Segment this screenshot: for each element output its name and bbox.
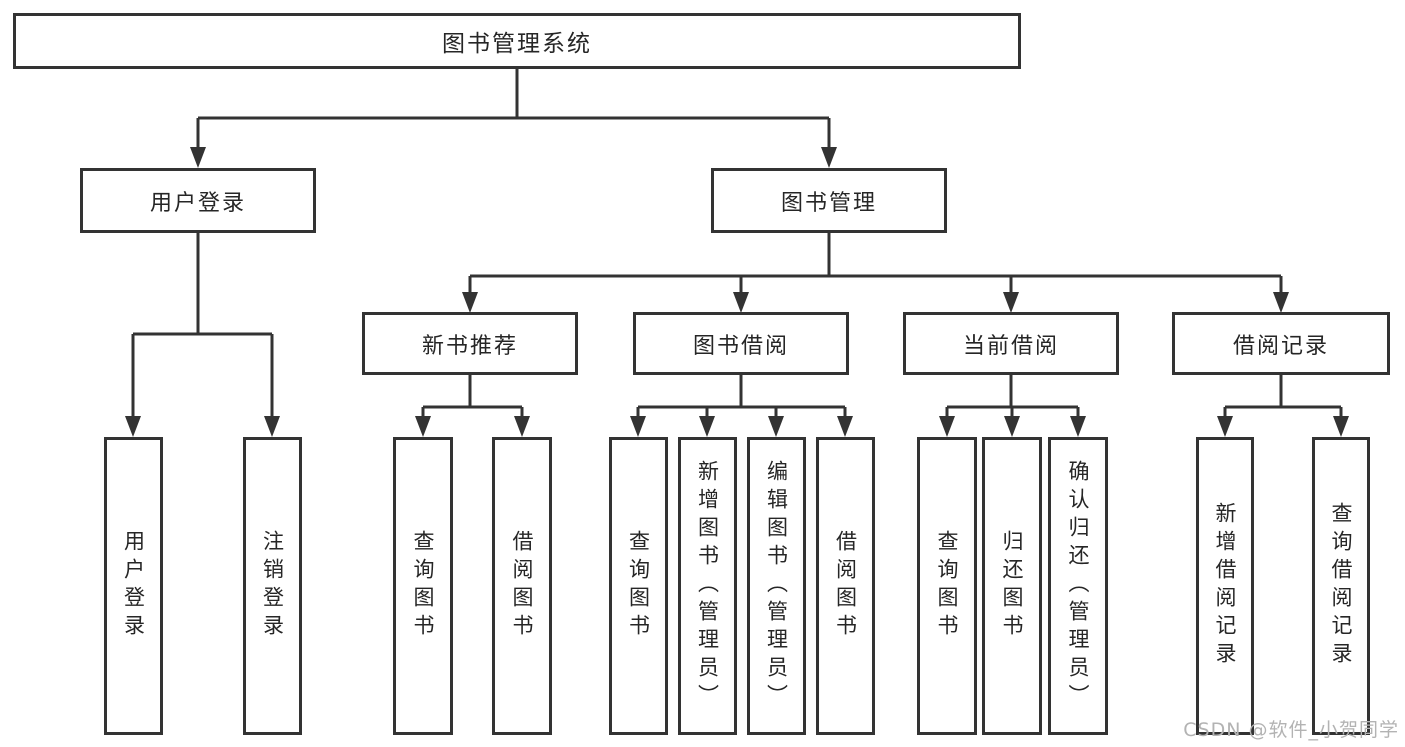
node-label: 查询图书 [935, 530, 960, 642]
node-user-login: 用户登录 [80, 168, 316, 233]
node-book-borrow: 图书借阅 [633, 312, 849, 375]
node-label: 归还图书 [1000, 530, 1025, 642]
leaf-records-add-borrow-record: 新增借阅记录 [1196, 437, 1254, 735]
node-new-book-recommend: 新书推荐 [362, 312, 578, 375]
node-label: 用户登录 [149, 190, 246, 216]
leaf-current-return-books: 归还图书 [982, 437, 1042, 735]
node-label: 新增图书（管理员） [695, 460, 720, 712]
node-label: 注销登录 [260, 530, 285, 642]
node-label: 图书管理系统 [442, 31, 592, 57]
node-borrow-records: 借阅记录 [1172, 312, 1390, 375]
node-label: 图书管理 [780, 190, 877, 216]
leaf-borrow-add-books-admin: 新增图书（管理员） [678, 437, 737, 735]
node-current-borrow: 当前借阅 [903, 312, 1119, 375]
leaf-current-confirm-return-admin: 确认归还（管理员） [1048, 437, 1108, 735]
node-label: 新书推荐 [421, 333, 518, 359]
node-label: 当前借阅 [962, 333, 1059, 359]
node-label: 确认归还（管理员） [1066, 460, 1091, 712]
node-label: 用户登录 [121, 530, 146, 642]
leaf-recommend-borrow-books: 借阅图书 [492, 437, 552, 735]
leaf-recommend-query-books: 查询图书 [393, 437, 453, 735]
leaf-user-login: 用户登录 [104, 437, 163, 735]
leaf-records-query-borrow-record: 查询借阅记录 [1312, 437, 1370, 735]
node-label: 新增借阅记录 [1213, 502, 1238, 670]
leaf-logout: 注销登录 [243, 437, 302, 735]
node-label: 借阅图书 [510, 530, 535, 642]
leaf-current-query-books: 查询图书 [917, 437, 977, 735]
node-root-system: 图书管理系统 [13, 13, 1021, 69]
watermark: CSDN @软件_小贺同学 [1183, 719, 1399, 741]
connector-stems [131, 69, 1343, 420]
node-label: 查询图书 [626, 530, 651, 642]
node-book-management: 图书管理 [711, 168, 947, 233]
node-label: 借阅记录 [1232, 333, 1329, 359]
leaf-borrow-edit-books-admin: 编辑图书（管理员） [747, 437, 806, 735]
node-label: 查询借阅记录 [1329, 502, 1354, 670]
leaf-borrow-query-books: 查询图书 [609, 437, 668, 735]
node-label: 编辑图书（管理员） [764, 460, 789, 712]
node-label: 借阅图书 [833, 530, 858, 642]
node-label: 查询图书 [411, 530, 436, 642]
node-label: 图书借阅 [692, 333, 789, 359]
leaf-borrow-borrow-books: 借阅图书 [816, 437, 875, 735]
arrowheads [125, 147, 1349, 437]
